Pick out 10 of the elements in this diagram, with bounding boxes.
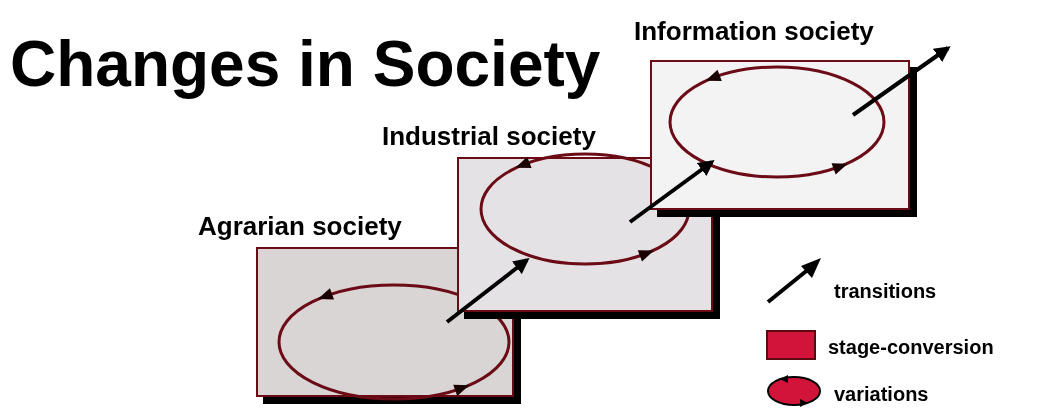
- legend-label: stage-conversion: [828, 335, 994, 360]
- stage-heading: Information society: [634, 16, 874, 46]
- stage-heading: Industrial society: [382, 121, 596, 151]
- title: Changes in Society: [10, 27, 601, 102]
- legend-label: transitions: [834, 279, 937, 304]
- transition-arrow: [628, 160, 715, 224]
- legend-label: variations: [834, 382, 929, 407]
- transition-arrow: [445, 258, 530, 324]
- stage-heading: Agrarian society: [198, 211, 402, 241]
- transition-arrow: [851, 46, 951, 117]
